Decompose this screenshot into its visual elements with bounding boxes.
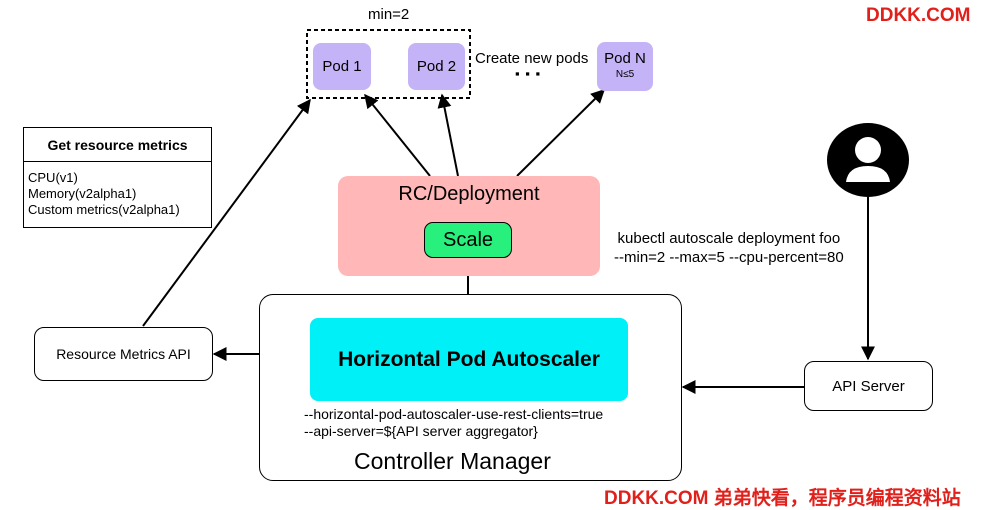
min-label: min=2: [368, 6, 410, 23]
controller-manager-box: Horizontal Pod Autoscaler --horizontal-p…: [259, 294, 682, 481]
watermark-top: DDKK.COM: [866, 5, 971, 26]
api-server-box: API Server: [804, 361, 933, 411]
replica-group-border: [306, 29, 471, 99]
metrics-box-title: Get resource metrics: [24, 128, 211, 162]
pod-n: Pod N N≤5: [597, 42, 653, 91]
scale-button: Scale: [424, 222, 512, 258]
metrics-item-cpu: CPU(v1): [28, 170, 78, 185]
command-line-1: kubectl autoscale deployment foo: [617, 230, 841, 247]
resource-metrics-api-box: Resource Metrics API: [34, 327, 213, 381]
metrics-box: Get resource metrics CPU(v1) Memory(v2al…: [23, 127, 212, 228]
arrow-to-pod-2: [437, 93, 459, 177]
hpa-box: Horizontal Pod Autoscaler: [310, 318, 628, 401]
command-line-2: --min=2 --max=5 --cpu-percent=80: [614, 249, 844, 266]
deployment-box: RC/Deployment Scale: [338, 176, 600, 276]
pod-n-constraint: N≤5: [615, 69, 635, 80]
create-new-pods-label: Create new pods: [475, 50, 589, 67]
metrics-item-custom: Custom metrics(v2alpha1): [28, 202, 180, 217]
pod-n-label: Pod N: [604, 50, 646, 67]
hpa-flag-1: --horizontal-pod-autoscaler-use-rest-cli…: [304, 406, 604, 422]
user-avatar-icon: [826, 122, 910, 198]
pod-1: Pod 1: [313, 43, 371, 90]
arrow-to-pod-1: [364, 93, 431, 177]
hpa-flag-2: --api-server=${API server aggregator}: [304, 423, 538, 439]
watermark-bottom: DDKK.COM 弟弟快看，程序员编程资料站: [604, 488, 961, 509]
arrow-metrics-to-pods: [142, 98, 311, 327]
deployment-title: RC/Deployment: [398, 183, 540, 205]
metrics-item-memory: Memory(v2alpha1): [28, 186, 137, 201]
arrow-to-pod-n: [516, 89, 605, 177]
command-text: kubectl autoscale deployment foo --min=2…: [614, 229, 844, 267]
controller-manager-label: Controller Manager: [354, 448, 551, 474]
ellipsis: ▪ ▪ ▪: [515, 66, 542, 81]
hpa-flags: --horizontal-pod-autoscaler-use-rest-cli…: [304, 406, 603, 440]
pod-2: Pod 2: [408, 43, 465, 90]
